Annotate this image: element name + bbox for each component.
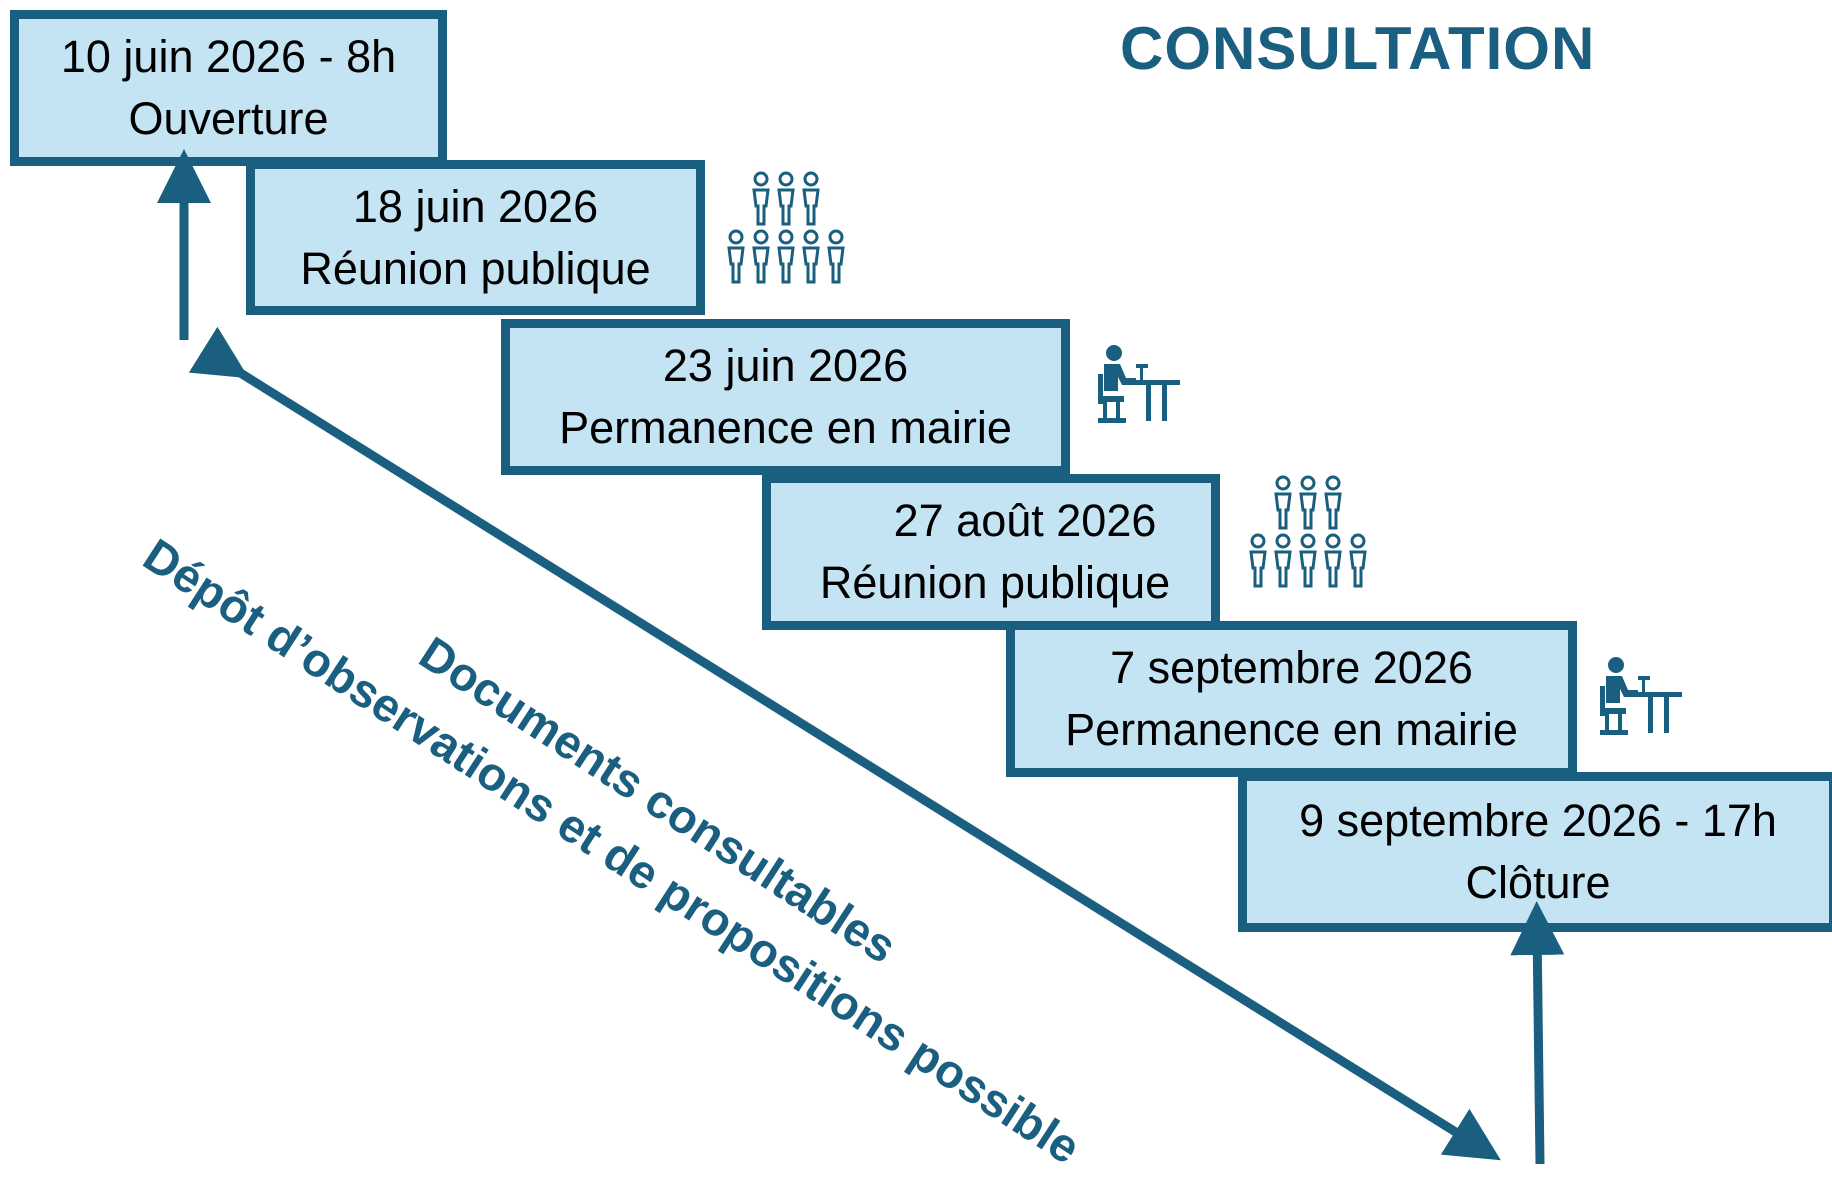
up-arrow-cloture xyxy=(1510,901,1565,1165)
person-at-desk-icon xyxy=(1098,345,1180,423)
step-reunion-publique-1: 18 juin 2026 Réunion publique xyxy=(246,160,705,315)
step-ouverture: 10 juin 2026 - 8h Ouverture xyxy=(10,10,447,166)
step-label: Réunion publique xyxy=(300,242,651,294)
diagonal-double-arrow xyxy=(188,326,1501,1161)
step-date: 10 juin 2026 - 8h xyxy=(60,31,397,82)
person-at-desk-icon xyxy=(1600,657,1682,735)
group-people-icon xyxy=(727,171,845,284)
step-date: 18 juin 2026 xyxy=(352,180,599,232)
group-people-icon xyxy=(1249,475,1367,588)
page-title: CONSULTATION xyxy=(1120,15,1596,82)
step-label: Ouverture xyxy=(128,93,329,144)
